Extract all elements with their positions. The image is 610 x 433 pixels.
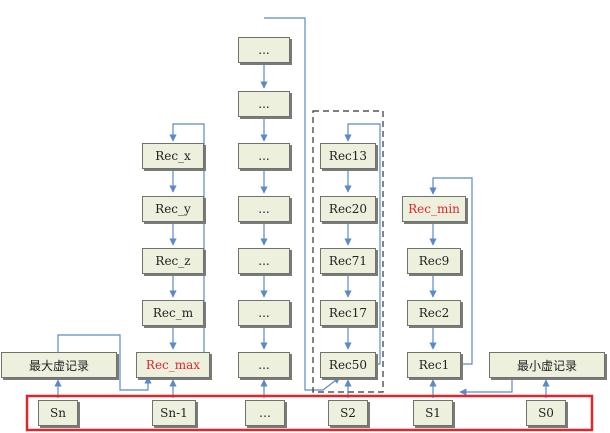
record-box: Rec1	[407, 352, 461, 378]
record-box: ...	[238, 196, 290, 222]
slot-box: S2	[328, 400, 368, 426]
record-max-box: Rec_max	[136, 352, 210, 378]
record-box: ...	[238, 300, 290, 326]
record-box: Rec_m	[142, 300, 204, 326]
slot-box: Sn-1	[152, 400, 196, 426]
max-virtual-record: 最大虚记录	[1, 352, 117, 378]
record-box: Rec17	[320, 300, 376, 326]
record-min-box: Rec_min	[402, 196, 466, 222]
record-box: Rec50	[320, 352, 376, 378]
record-box: ...	[238, 248, 290, 274]
min-virtual-record: 最小虚记录	[489, 352, 605, 378]
slot-box: S1	[413, 400, 453, 426]
record-box: Rec_z	[142, 248, 204, 274]
record-box: ...	[238, 143, 290, 169]
record-box: Rec9	[407, 248, 461, 274]
slot-directory-frame	[25, 394, 594, 432]
record-box: ...	[238, 37, 290, 63]
record-box: Rec_y	[142, 196, 204, 222]
record-box: Rec71	[320, 248, 376, 274]
record-box: Rec13	[320, 143, 376, 169]
record-box: Rec_x	[142, 143, 204, 169]
record-box: Rec2	[407, 300, 461, 326]
record-box: ...	[238, 352, 290, 378]
slot-box: Sn	[38, 400, 78, 426]
record-box: ...	[238, 91, 290, 117]
slot-box: …	[245, 400, 285, 426]
record-box: Rec20	[320, 196, 376, 222]
slot-box: S0	[526, 400, 566, 426]
